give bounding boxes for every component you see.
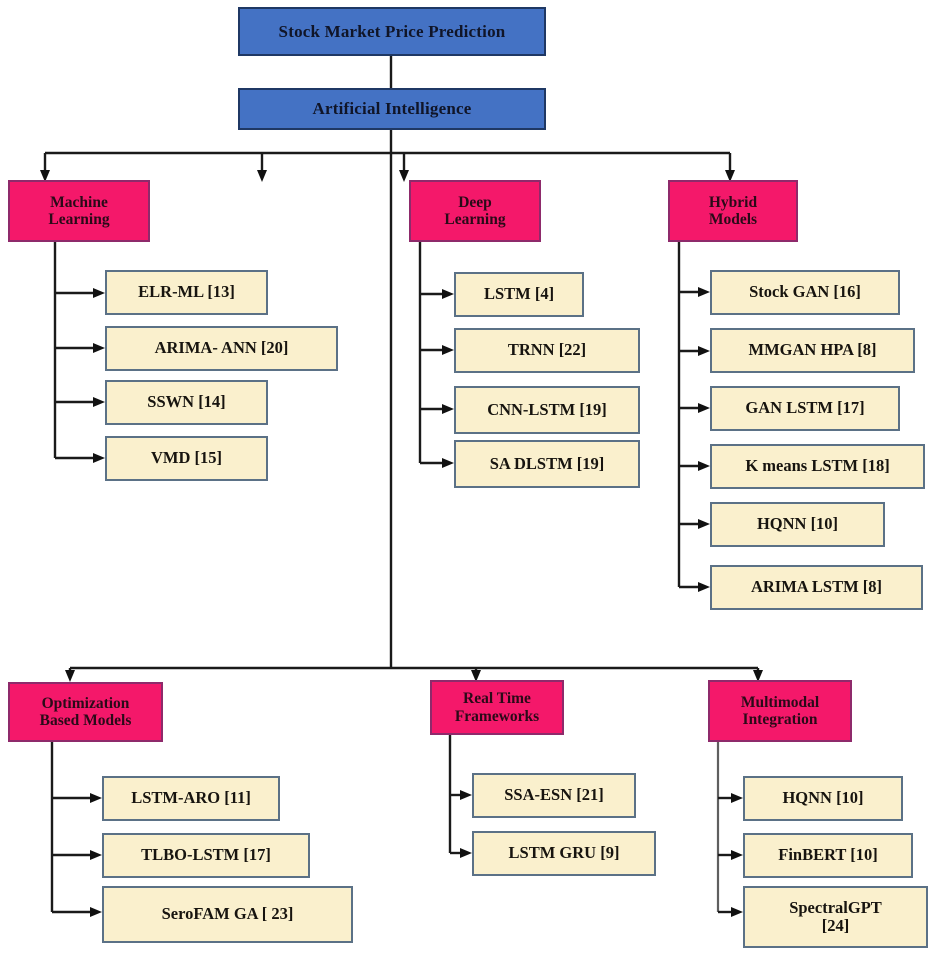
leaf-hqnn-hybrid[interactable]: HQNN [10]	[710, 502, 885, 547]
category-hybrid-models[interactable]: Hybrid Models	[668, 180, 798, 242]
leaf-finbert[interactable]: FinBERT [10]	[743, 833, 913, 878]
leaf-elr-ml[interactable]: ELR-ML [13]	[105, 270, 268, 315]
leaf-lstm-aro[interactable]: LSTM-ARO [11]	[102, 776, 280, 821]
leaf-lstm[interactable]: LSTM [4]	[454, 272, 584, 317]
level1-node-artificial-intelligence[interactable]: Artificial Intelligence	[238, 88, 546, 130]
category-real-time-frameworks[interactable]: Real Time Frameworks	[430, 680, 564, 735]
arrowhead-deep-learning-left	[257, 170, 267, 182]
leaf-arima-lstm[interactable]: ARIMA LSTM [8]	[710, 565, 923, 610]
leaf-cnn-lstm[interactable]: CNN-LSTM [19]	[454, 386, 640, 434]
root-node[interactable]: Stock Market Price Prediction	[238, 7, 546, 56]
leaf-stock-gan[interactable]: Stock GAN [16]	[710, 270, 900, 315]
leaf-mmgan-hpa[interactable]: MMGAN HPA [8]	[710, 328, 915, 373]
leaf-arima-ann[interactable]: ARIMA- ANN [20]	[105, 326, 338, 371]
category-optimization-based-models[interactable]: Optimization Based Models	[8, 682, 163, 742]
leaf-spectralgpt[interactable]: SpectralGPT [24]	[743, 886, 928, 948]
arrowhead-deep-learning	[399, 170, 409, 182]
category-machine-learning[interactable]: Machine Learning	[8, 180, 150, 242]
leaf-lstm-gru[interactable]: LSTM GRU [9]	[472, 831, 656, 876]
category-multimodal-integration[interactable]: Multimodal Integration	[708, 680, 852, 742]
leaf-gan-lstm[interactable]: GAN LSTM [17]	[710, 386, 900, 431]
leaf-vmd[interactable]: VMD [15]	[105, 436, 268, 481]
leaf-sswn[interactable]: SSWN [14]	[105, 380, 268, 425]
arrowhead-optimization	[65, 670, 75, 682]
leaf-hqnn-multimodal[interactable]: HQNN [10]	[743, 776, 903, 821]
leaf-sa-dlstm[interactable]: SA DLSTM [19]	[454, 440, 640, 488]
leaf-tlbo-lstm[interactable]: TLBO-LSTM [17]	[102, 833, 310, 878]
leaf-k-means-lstm[interactable]: K means LSTM [18]	[710, 444, 925, 489]
category-deep-learning[interactable]: Deep Learning	[409, 180, 541, 242]
leaf-serofam-ga[interactable]: SeroFAM GA [ 23]	[102, 886, 353, 943]
leaf-ssa-esn[interactable]: SSA-ESN [21]	[472, 773, 636, 818]
leaf-trnn[interactable]: TRNN [22]	[454, 328, 640, 373]
